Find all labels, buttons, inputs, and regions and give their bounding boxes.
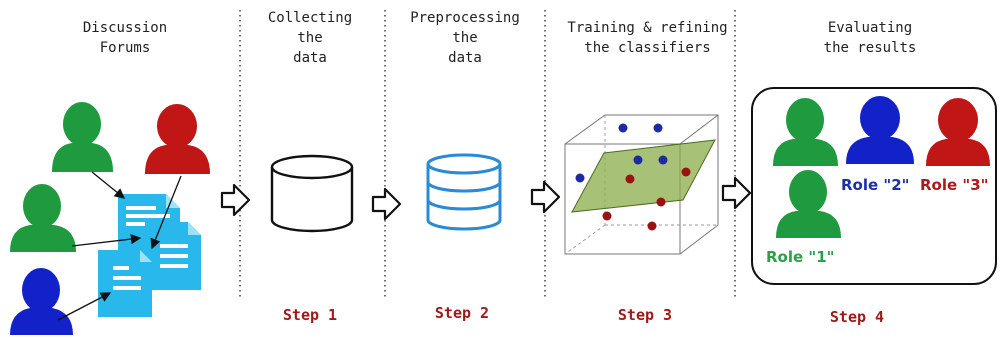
- heading-collecting-data: Collecting the data: [267, 10, 353, 66]
- user-icon-green-left: [10, 184, 76, 252]
- hollow-arrow-icon: [220, 183, 251, 217]
- user-icon-green-top: [52, 102, 113, 172]
- user-icon-role-1-bottom: [776, 170, 841, 238]
- column-separators: [239, 10, 736, 300]
- role-1-label: Role "1": [766, 248, 835, 266]
- step-4-label: Step 4: [829, 308, 885, 326]
- heading-training-classifiers: Training & refining the classifiers: [567, 20, 728, 56]
- heading-preprocessing-data: Preprocessing the data: [410, 10, 520, 66]
- step-3-label: Step 3: [617, 306, 673, 324]
- user-icon-red: [145, 104, 210, 174]
- user-icon-blue-bottom: [10, 268, 73, 335]
- hollow-arrow-icon: [371, 187, 402, 221]
- document-icon: [98, 250, 152, 317]
- hollow-arrow-icon: [530, 180, 561, 214]
- hollow-arrow-icon: [721, 176, 752, 210]
- database-icon-plain: [270, 154, 354, 233]
- user-icon-role-1-top: [773, 98, 838, 166]
- user-icon-role-3: [926, 98, 990, 166]
- step-2-label: Step 2: [434, 304, 490, 322]
- role-2-label: Role "2": [841, 176, 910, 194]
- database-icon-stacked: [426, 153, 502, 231]
- user-icon-role-2: [846, 96, 914, 164]
- heading-discussion-forums: Discussion Forums: [82, 20, 168, 56]
- step-1-label: Step 1: [282, 306, 338, 324]
- document-icon: [145, 222, 201, 290]
- classifier-cube-icon: [564, 114, 719, 255]
- role-3-label: Role "3": [920, 176, 989, 194]
- heading-evaluating-results: Evaluating the results: [823, 20, 917, 56]
- user-to-post-arrows: [57, 171, 182, 321]
